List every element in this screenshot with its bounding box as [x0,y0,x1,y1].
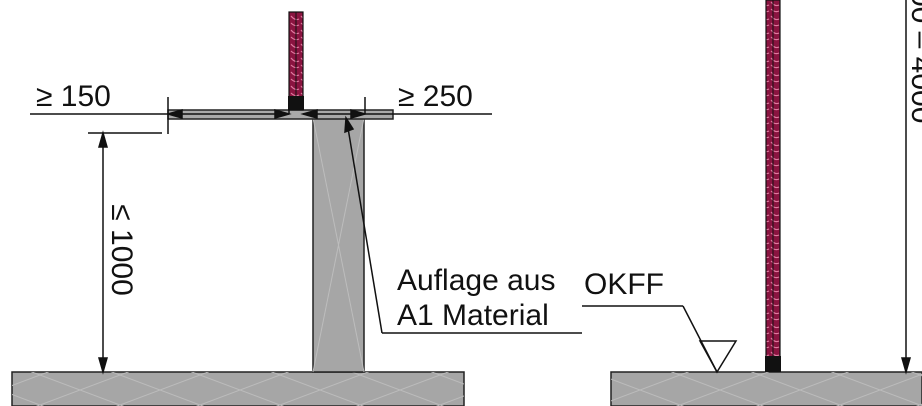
floor-slab-right [610,371,922,406]
support-pillar [312,117,365,373]
dimension-left-overhang [30,97,292,134]
wall-element-right [765,0,781,372]
left-overhang-label: ≥ 150 [36,80,111,113]
support-label-line1: Auflage aus [397,264,555,297]
support-label-line2: A1 Material [397,299,549,332]
dimension-height [88,130,162,375]
floor-level-label: OKFF [584,268,664,301]
dimension-right-overhang [300,97,492,119]
dimension-right-height [901,0,911,375]
floor-slab-left [11,371,465,406]
support-leader [344,115,582,334]
floor-level-marker [582,305,738,374]
wall-element-left [288,11,304,111]
right-overhang-label: ≥ 250 [398,80,473,113]
right-height-label: 2000 – 4000 [905,0,922,123]
height-label: ≤ 1000 [105,204,138,296]
